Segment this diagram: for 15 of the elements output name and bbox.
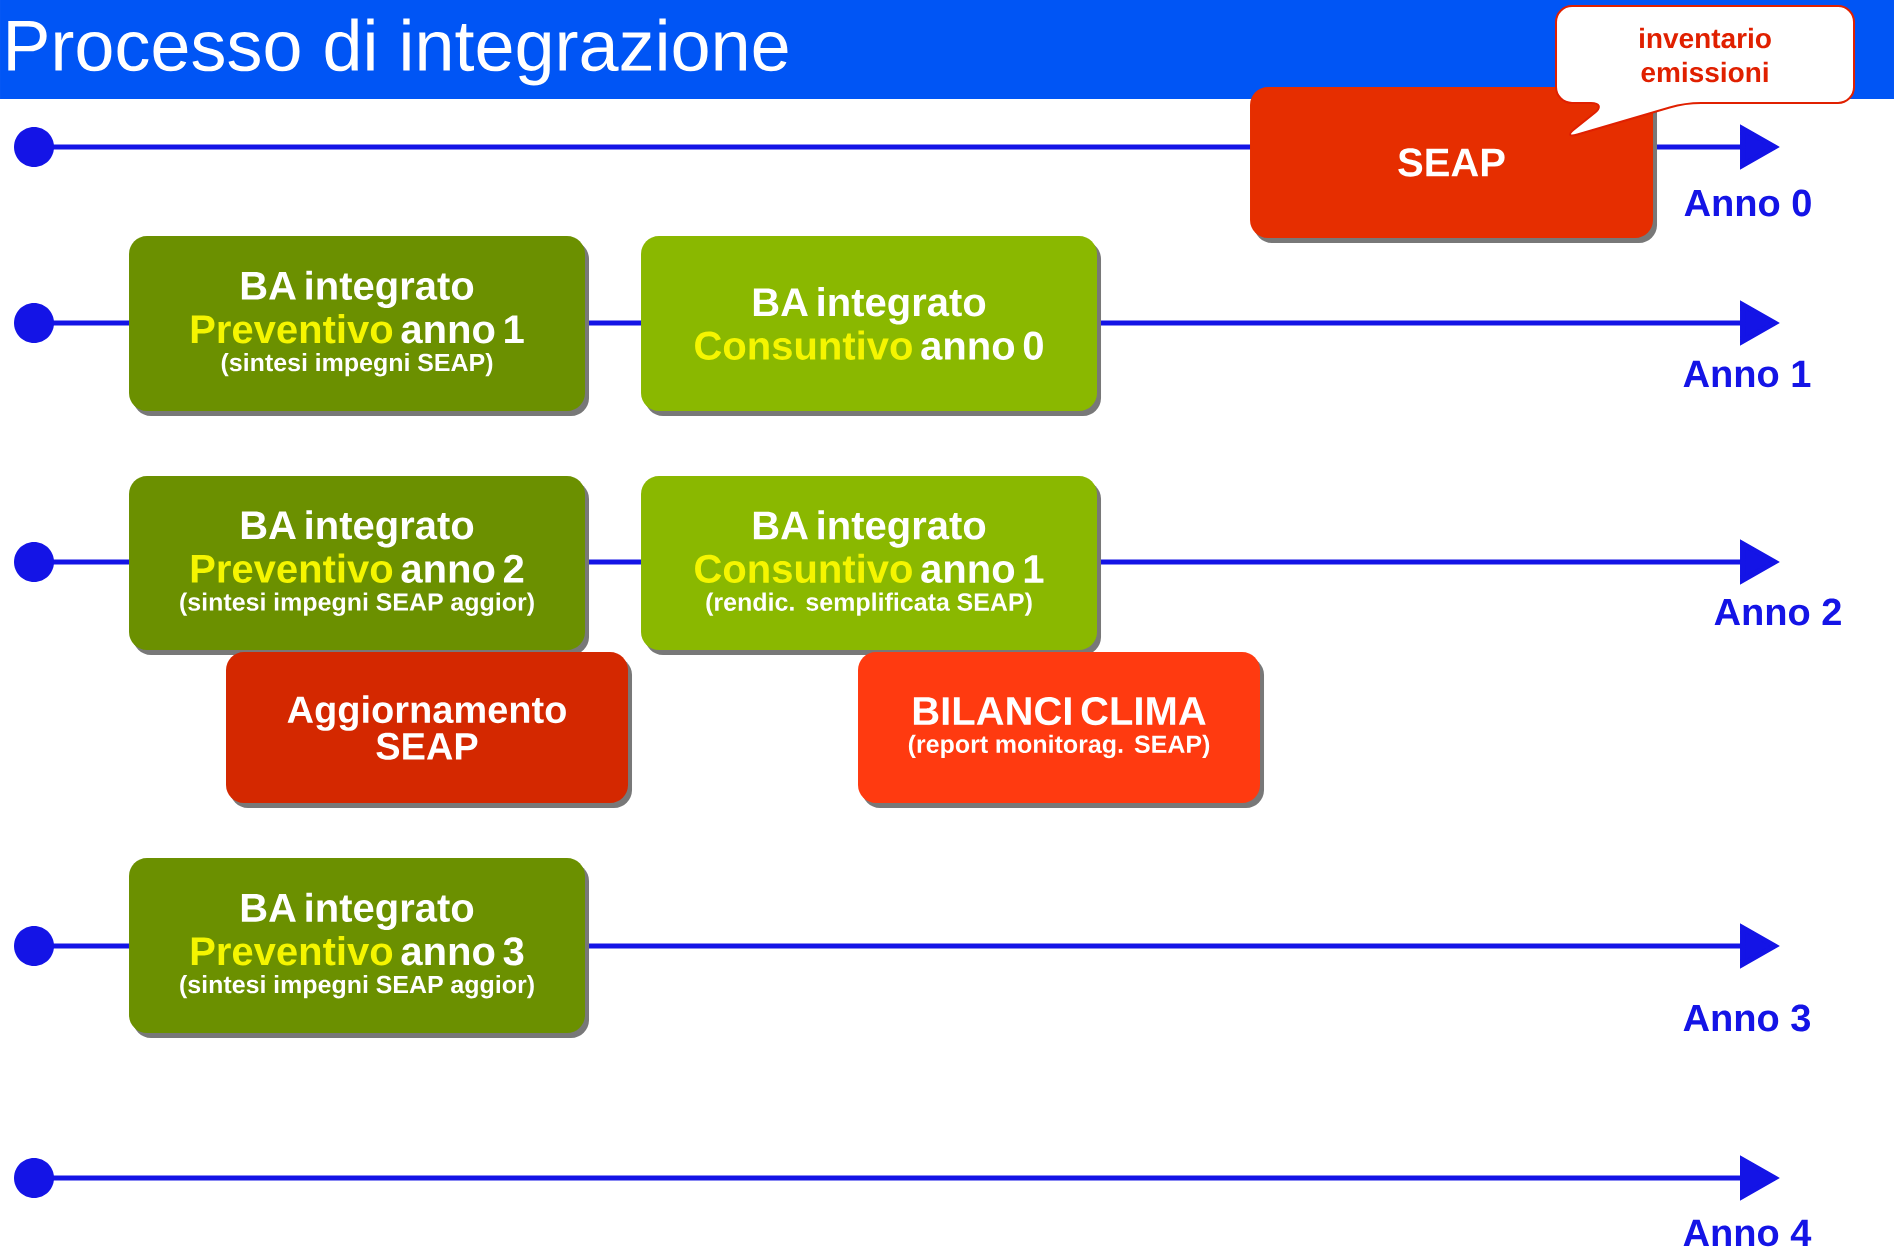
speech-bubble: inventario emissioni [1555,5,1855,137]
year-label: Anno 1 [1683,360,1811,388]
year-label: Anno 0 [1684,189,1811,217]
process-box: BA integrato Preventivo anno 3 (sintesi impegni SEAP aggior) [129,858,589,1038]
process-box: SEAP [1250,87,1657,243]
process-box: BA integrato Consuntivo anno 0 [641,236,1101,416]
year-label: Anno 4 [1683,1219,1812,1247]
process-box: BA integrato Consuntivo anno 1 (rendic. semplificata SEAP) [641,476,1101,655]
process-box: BA integrato Preventivo anno 2 (sintesi impegni SEAP aggior) [129,476,589,655]
process-box: BA integrato Preventivo anno 1 (sintesi impegni SEAP) [129,236,589,416]
year-label: Anno 3 [1683,1004,1810,1032]
process-box: BILANCI CLIMA (report monitorag. SEAP) [858,652,1264,808]
title: Processo di integrazione [8,18,788,86]
year-label: Anno 2 [1714,598,1841,626]
process-box: Aggiornamento SEAP [226,652,632,808]
